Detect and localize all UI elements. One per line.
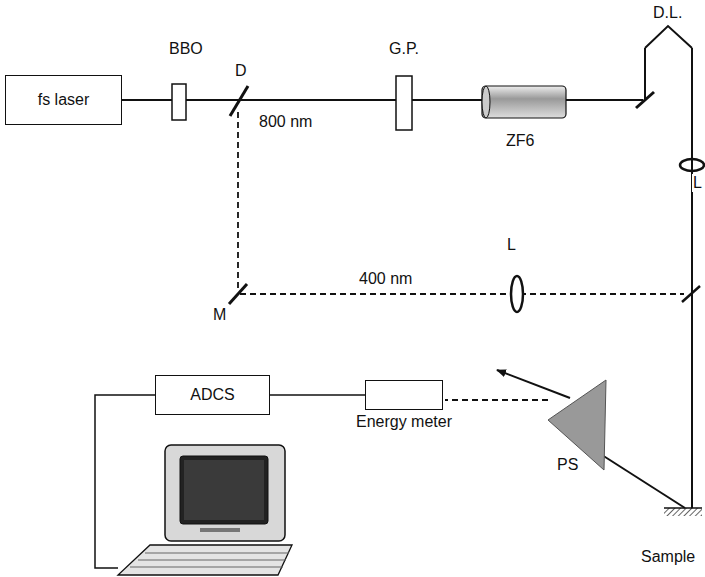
laser-box: fs laser	[5, 75, 122, 125]
energy-meter: Energy meter	[338, 380, 470, 431]
part-label: G.P.	[388, 40, 420, 58]
part-label: D	[234, 62, 248, 80]
computer-illustration	[118, 445, 292, 575]
laser-box-outline: fs laser	[5, 75, 122, 125]
part-label: 400 nm	[358, 270, 413, 288]
part-label: L	[506, 236, 517, 254]
bbo-crystal	[172, 84, 186, 120]
delay-line-prism	[645, 26, 692, 48]
node-text: fs laser	[38, 91, 90, 109]
dichroic-mirror	[230, 86, 248, 116]
part-label: M	[212, 306, 227, 324]
part-label: ZF6	[505, 132, 535, 150]
signal-cable	[270, 394, 365, 396]
glass-plate	[396, 76, 412, 130]
adcs-box: ADCS	[155, 375, 270, 415]
zf6-glass	[482, 86, 566, 118]
combining-mirror	[682, 286, 700, 302]
lens	[511, 276, 523, 312]
part-label: BBO	[168, 40, 204, 58]
part-label: 800 nm	[258, 113, 313, 131]
part-label: Sample	[640, 548, 696, 566]
node-text: Energy meter	[338, 413, 470, 431]
sample	[664, 508, 702, 516]
node-text: ADCS	[190, 386, 234, 404]
lens	[680, 159, 704, 171]
energy-meter-outline	[365, 380, 443, 410]
part-label: PS	[556, 456, 579, 474]
part-label: D.L.	[652, 4, 683, 22]
part-label: L	[692, 174, 703, 192]
adcs-box-outline: ADCS	[155, 375, 270, 415]
